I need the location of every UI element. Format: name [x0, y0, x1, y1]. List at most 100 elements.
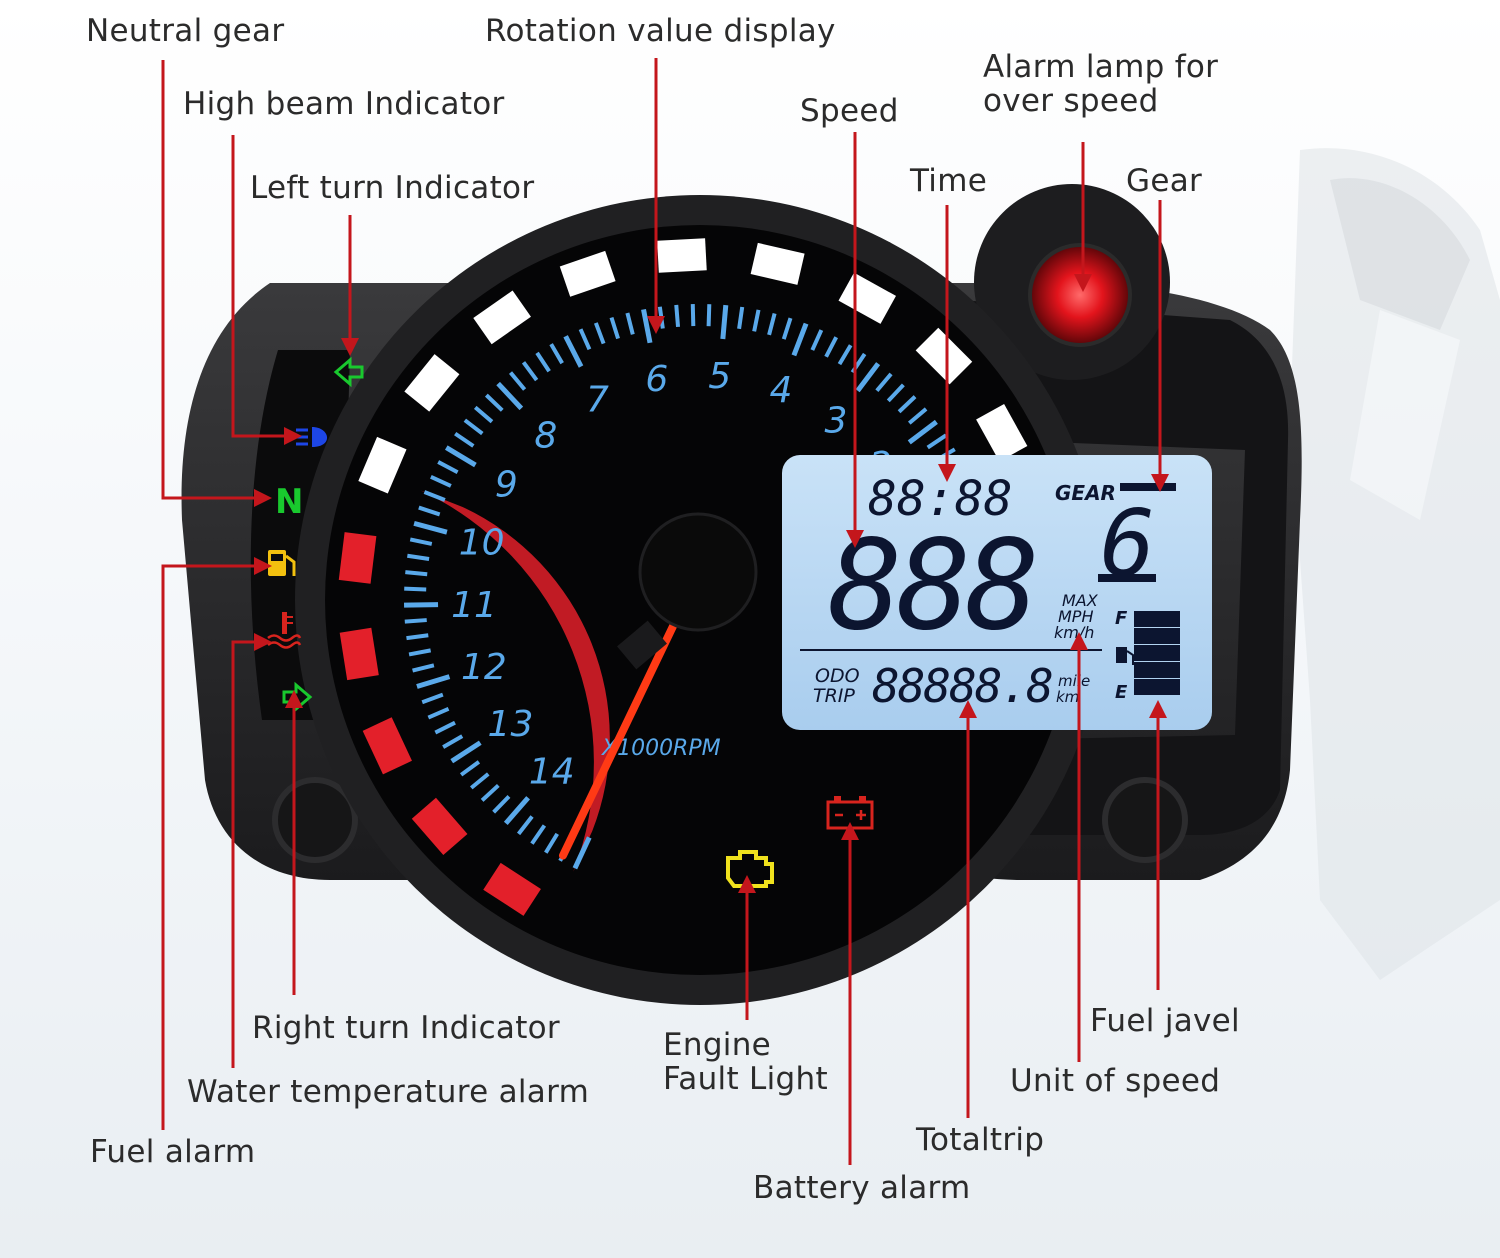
rpm-tick: [405, 570, 428, 577]
lcd-trip: TRIP: [813, 685, 855, 707]
lcd-max: MAX: [1062, 591, 1099, 610]
fuel-pump-icon: [268, 550, 296, 576]
rpm-tick: [454, 431, 475, 448]
fuel-bar: [1134, 679, 1180, 695]
rpm-tick: [625, 312, 635, 335]
rpm-outer-blocks: [338, 238, 1058, 916]
rpm-number: 8: [534, 416, 557, 457]
label-fuel-javel: Fuel javel: [1090, 1003, 1240, 1039]
lcd-fuel-empty: E: [1115, 682, 1128, 703]
label-neutral-gear: Neutral gear: [86, 13, 285, 49]
label-rotation-value-display: Rotation value display: [485, 13, 836, 49]
rpm-block: [838, 272, 897, 324]
rpm-tick: [437, 460, 459, 474]
rpm-tick: [544, 832, 559, 854]
rpm-tick: [926, 433, 948, 450]
fuel-bar: [1134, 628, 1180, 644]
rpm-tick: [781, 317, 793, 340]
rpm-tick: [706, 304, 712, 327]
rpm-number: 12: [461, 647, 507, 688]
rpm-tick: [508, 371, 527, 391]
rpm-tick: [641, 308, 653, 344]
callout-water-temp: [231, 640, 262, 1068]
rpm-number: 10: [459, 523, 505, 564]
lcd-time: 88:88: [868, 471, 1013, 527]
rpm-block: [362, 717, 412, 775]
rpm-tick: [418, 505, 441, 517]
rpm-tick: [720, 304, 729, 340]
rpm-tick: [450, 740, 482, 764]
rpm-block: [559, 250, 616, 297]
rpm-tick: [430, 474, 452, 488]
rpm-number: 9: [495, 465, 518, 506]
label-totaltrip: Totaltrip: [916, 1122, 1045, 1158]
rpm-tick: [404, 618, 427, 624]
label-speed: Speed: [800, 93, 899, 129]
label-unit-of-speed: Unit of speed: [1010, 1063, 1221, 1099]
rpm-tick: [407, 553, 430, 562]
callout-lines: [161, 58, 1162, 1165]
rpm-tick: [463, 418, 484, 436]
label-engine-fault: Engine Fault Light: [663, 1027, 828, 1097]
rpm-tick: [484, 393, 504, 412]
rpm-tick: [855, 362, 881, 393]
rpm-block: [483, 862, 541, 916]
rpm-tick: [767, 313, 777, 336]
rpm-number: 3: [825, 401, 848, 442]
label-alarm-lamp: Alarm lamp for over speed: [983, 49, 1219, 119]
rpm-block: [915, 327, 973, 385]
rpm-tick: [473, 405, 494, 424]
rpm-tick: [404, 586, 427, 592]
rpm-tick: [427, 706, 450, 720]
right-mount-screw: [1102, 777, 1188, 863]
rpm-tick: [593, 322, 606, 345]
rpm-tick: [434, 720, 456, 735]
left-turn-indicator: [333, 356, 364, 388]
water-temp-icon: [267, 612, 302, 649]
lcd-mph: MPH: [1058, 607, 1093, 626]
rpm-tick: [563, 335, 584, 368]
rpm-tick: [503, 796, 530, 826]
rpm-block: [338, 532, 377, 584]
rpm-tick: [791, 322, 809, 357]
label-high-beam: High beam Indicator: [183, 86, 505, 122]
label-battery-alarm: Battery alarm: [753, 1170, 971, 1206]
rpm-tick: [442, 734, 464, 749]
rpm-tick: [549, 343, 564, 365]
engine-fault-icon: [726, 850, 774, 888]
rpm-tick: [413, 520, 448, 535]
rpm-tick: [690, 304, 696, 327]
rpm-block: [339, 627, 379, 681]
rpm-block: [657, 238, 707, 273]
rpm-tick: [492, 795, 511, 814]
rpm-tick: [737, 306, 745, 330]
rpm-tick: [752, 309, 761, 332]
rpm-tick: [810, 329, 824, 351]
rpm-number: 6: [645, 359, 668, 400]
label-fuel-alarm: Fuel alarm: [90, 1134, 256, 1170]
rpm-tick: [886, 383, 905, 403]
lcd-kmh: km/h: [1054, 623, 1094, 642]
rpm-tick: [444, 445, 477, 468]
rpm-tick: [572, 836, 592, 870]
lcd-speed: 888: [828, 514, 1034, 658]
callout-arrowheads: [254, 274, 1169, 893]
rpm-block: [358, 436, 407, 494]
rpm-number: 14: [529, 752, 575, 793]
rpm-tick: [409, 537, 433, 546]
background-rider-silhouette: [1290, 148, 1500, 981]
rpm-tick: [578, 328, 592, 351]
label-right-turn: Right turn Indicator: [252, 1010, 560, 1046]
rpm-block: [976, 403, 1028, 462]
lcd-display: [782, 455, 1212, 730]
rpm-tick: [480, 783, 500, 802]
rpm-tick: [530, 824, 547, 845]
label-left-turn: Left turn Indicator: [250, 170, 535, 206]
rpm-tick: [459, 760, 481, 777]
fuel-bar: [1134, 662, 1180, 678]
rpm-tick: [496, 381, 524, 411]
callout-neutral-gear: [161, 60, 262, 500]
rpm-block: [473, 290, 531, 345]
rpm-block: [404, 354, 460, 412]
